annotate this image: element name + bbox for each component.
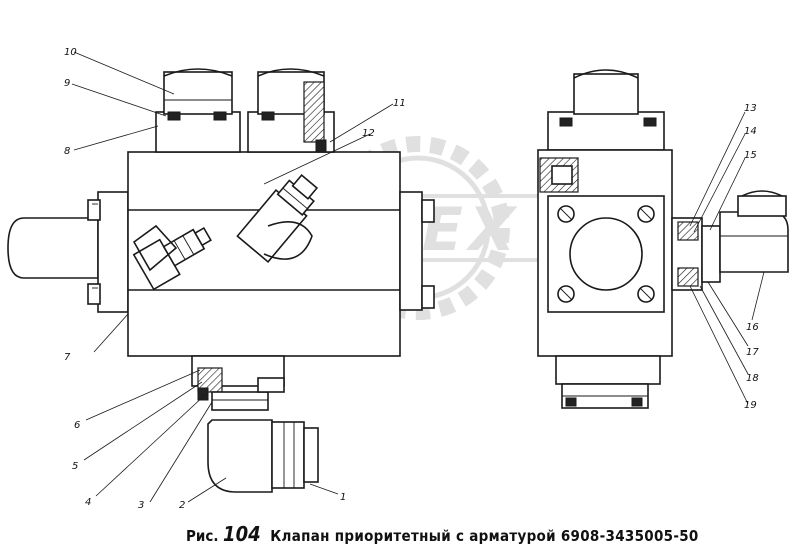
callout-10: 10 (64, 47, 77, 58)
callout-1: 1 (340, 492, 346, 503)
right-valve-assembly (537, 69, 789, 409)
callout-11: 11 (393, 98, 406, 109)
callout-labels: 1 2 3 4 5 6 7 8 9 10 11 12 13 14 15 16 1… (64, 47, 759, 511)
callout-3: 3 (138, 500, 144, 511)
callout-16: 16 (746, 322, 759, 333)
callout-12: 12 (362, 128, 375, 139)
callout-7: 7 (64, 352, 71, 363)
callout-5: 5 (72, 461, 78, 472)
figure-title: Клапан приоритетный с арматурой 6908-343… (270, 527, 699, 545)
figure-caption: Рис. 104 Клапан приоритетный с арматурой… (186, 522, 699, 546)
callout-18: 18 (746, 373, 759, 384)
callout-17: 17 (746, 347, 759, 358)
leader-lines (71, 51, 765, 503)
callout-19: 19 (744, 400, 757, 411)
callout-13: 13 (744, 103, 757, 114)
callout-2: 2 (179, 500, 185, 511)
callout-9: 9 (64, 78, 70, 89)
callout-6: 6 (74, 420, 80, 431)
callout-8: 8 (64, 146, 70, 157)
callout-14: 14 (744, 126, 757, 137)
figure-number: 104 (223, 522, 261, 546)
left-valve-assembly (7, 68, 435, 493)
callout-4: 4 (85, 497, 91, 508)
figure-prefix: Рис. (186, 527, 219, 545)
callout-15: 15 (744, 150, 757, 161)
